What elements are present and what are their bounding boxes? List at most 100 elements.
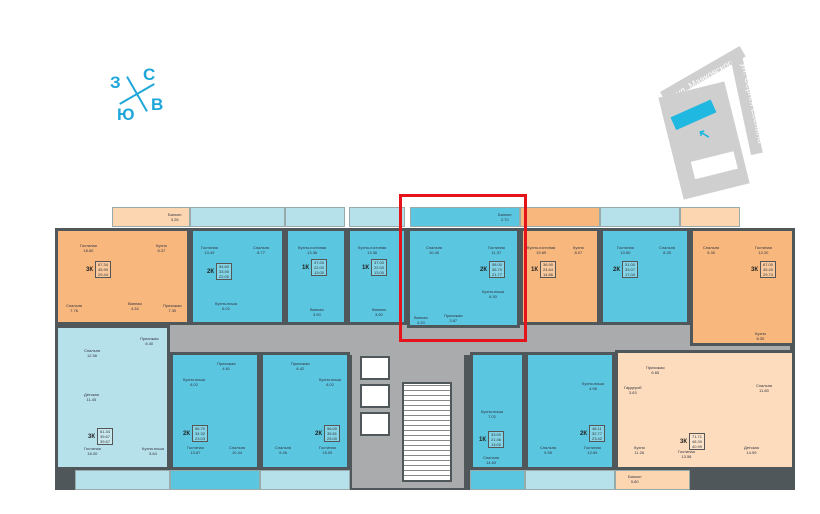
apartment-area: 58.00 — [492, 262, 503, 267]
entrance-arrow-icon: ↖ — [696, 124, 712, 143]
room-text: 3.90 — [374, 312, 383, 317]
elevator — [360, 412, 390, 436]
apartment-type: 2К — [613, 266, 620, 273]
apartment-area: 17.00 — [625, 272, 636, 277]
room-text: 11.37 — [491, 250, 502, 255]
apartment-area: 33.07 — [625, 267, 636, 272]
room-text: Спальня — [756, 383, 773, 388]
apartment-area: 37.00 — [374, 260, 385, 265]
balcony — [600, 207, 680, 227]
room-text: Гостиная — [584, 445, 601, 450]
apartment-type: 3К — [88, 433, 95, 440]
room-text: Детская — [744, 445, 759, 450]
room-text: 9.30 — [707, 250, 715, 255]
apartment-area: 13.00 — [491, 442, 502, 447]
site-area: ↖ — [658, 81, 750, 200]
room-text: Кухня — [634, 445, 645, 450]
apartment-area: 54.60 — [219, 264, 230, 269]
apartment-area: 14.86 — [543, 272, 554, 277]
room-text: 6.30 — [489, 294, 497, 299]
room-text: Гостиная — [488, 245, 505, 250]
room-text: 3.90 — [312, 312, 321, 317]
room-text: 9.46 — [279, 450, 287, 455]
room-text: Кухня-гостиная — [358, 245, 387, 250]
apartment-area: 24.64 — [543, 267, 554, 272]
room-text: Балкон — [168, 212, 182, 217]
apartment-type: 1К — [531, 266, 538, 273]
room-text: Балкон — [498, 212, 512, 217]
room-text: 9.55 — [544, 450, 552, 455]
room-text: Прихожая — [163, 303, 182, 308]
room-text: 8.35 — [663, 250, 671, 255]
balcony — [520, 207, 600, 227]
apartment-type: 2К — [315, 430, 322, 437]
room-text: Кухня-ниша — [215, 301, 237, 306]
room-text: Кухня-ниша — [481, 409, 503, 414]
room-text: 3.26 — [170, 217, 179, 222]
room-text: 16.00 — [87, 451, 98, 456]
room-text: 12.69 — [587, 450, 598, 455]
apartment-area: 33.00 — [491, 432, 502, 437]
apartment-area: 22.00 — [374, 265, 385, 270]
room-text: 5.84 — [149, 451, 157, 456]
room-text: Прихожая — [444, 313, 463, 318]
room-text: Кухня-гостиная — [527, 245, 556, 250]
apartment-type: 3К — [680, 438, 687, 445]
room-text: Кухня — [156, 243, 167, 248]
room-text: Детская — [84, 392, 99, 397]
room-text: 12.20 — [758, 250, 769, 255]
room-text: 3.67 — [449, 318, 458, 323]
room-text: 13.36 — [307, 250, 318, 255]
room-text: Прихожая — [140, 336, 159, 341]
room-text: Кухня-ниша — [183, 377, 205, 382]
room-text: 13.87 — [190, 450, 201, 455]
room-text: 6.02 — [190, 382, 198, 387]
room-text: Кухня-ниша — [142, 446, 164, 451]
apartment-area: 48.11 — [592, 426, 602, 431]
elevator — [360, 356, 390, 380]
room-text: 11.26 — [634, 450, 645, 455]
apartment-area: 23.42 — [592, 436, 603, 441]
room-text: 7.76 — [70, 308, 78, 313]
room-text: Кухня — [755, 331, 766, 336]
room-text: 10.44 — [232, 450, 243, 455]
balcony — [260, 470, 350, 490]
apartment-area: 29.74 — [763, 272, 774, 277]
room-text: 6.42 — [296, 366, 305, 371]
room-text: Балкон — [628, 474, 642, 479]
